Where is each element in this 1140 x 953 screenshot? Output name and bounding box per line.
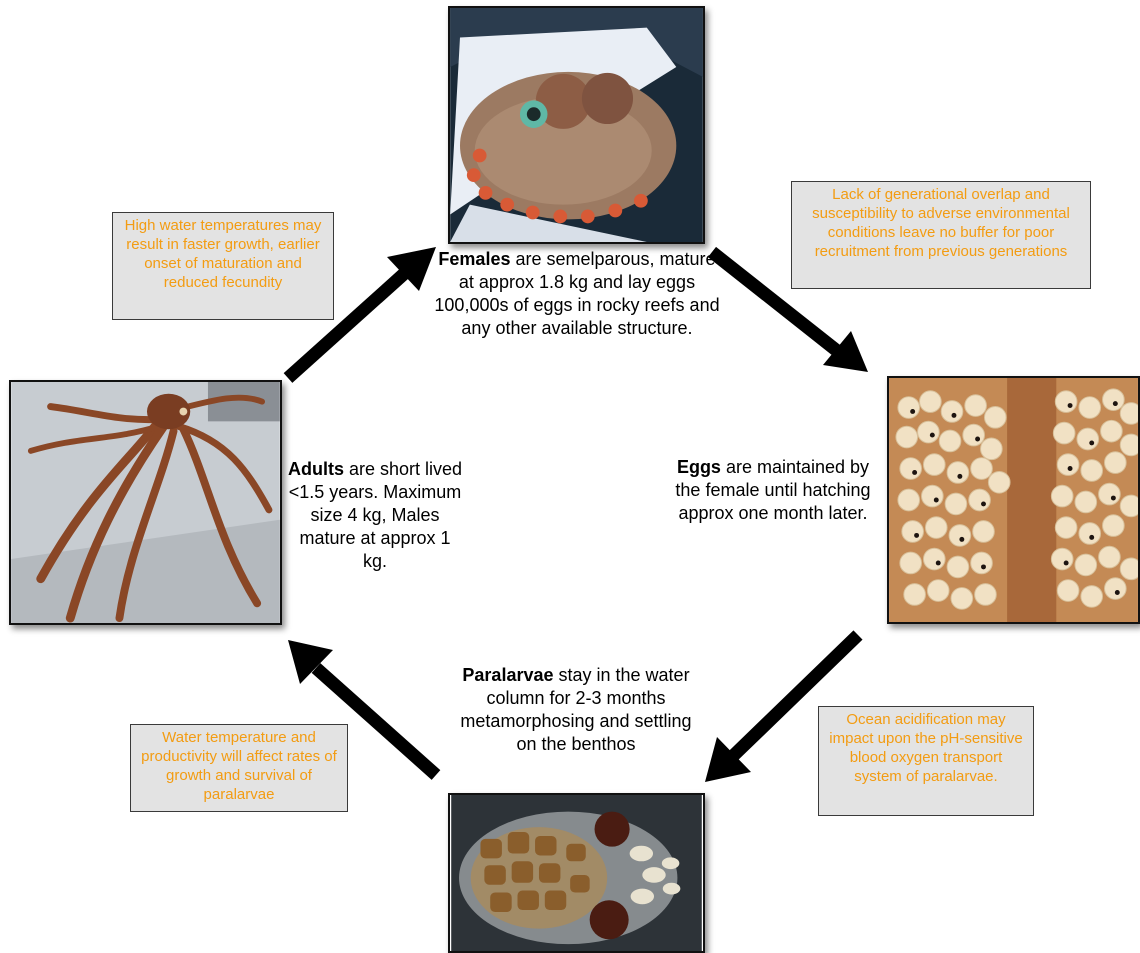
photo-paralarva <box>448 793 705 953</box>
photo-eggs <box>887 376 1140 624</box>
paralarvae-title: Paralarvae <box>462 665 553 685</box>
photo-adult-octopus <box>9 380 282 625</box>
note-water-temperature-productivity: Water temperature and productivity will … <box>130 724 348 812</box>
females-description: Females are semelparous, mature at appro… <box>430 248 724 340</box>
paralarva-photo <box>450 795 703 951</box>
females-title: Females <box>438 249 510 269</box>
octopus-in-trap-photo <box>450 8 703 242</box>
egg-cluster-photo <box>889 378 1138 622</box>
adults-description: Adults are short lived <1.5 years. Maxim… <box>286 458 464 573</box>
note-high-water-temperatures: High water temperatures may result in fa… <box>112 212 334 320</box>
note-ocean-acidification: Ocean acidification may impact upon the … <box>818 706 1034 816</box>
paralarvae-description: Paralarvae stay in the water column for … <box>448 664 704 756</box>
note-generational-overlap: Lack of generational overlap and suscept… <box>791 181 1091 289</box>
adult-octopus-photo <box>11 382 280 623</box>
eggs-description: Eggs are maintained by the female until … <box>670 456 876 525</box>
adults-title: Adults <box>288 459 344 479</box>
eggs-title: Eggs <box>677 457 721 477</box>
photo-female-octopus <box>448 6 705 244</box>
